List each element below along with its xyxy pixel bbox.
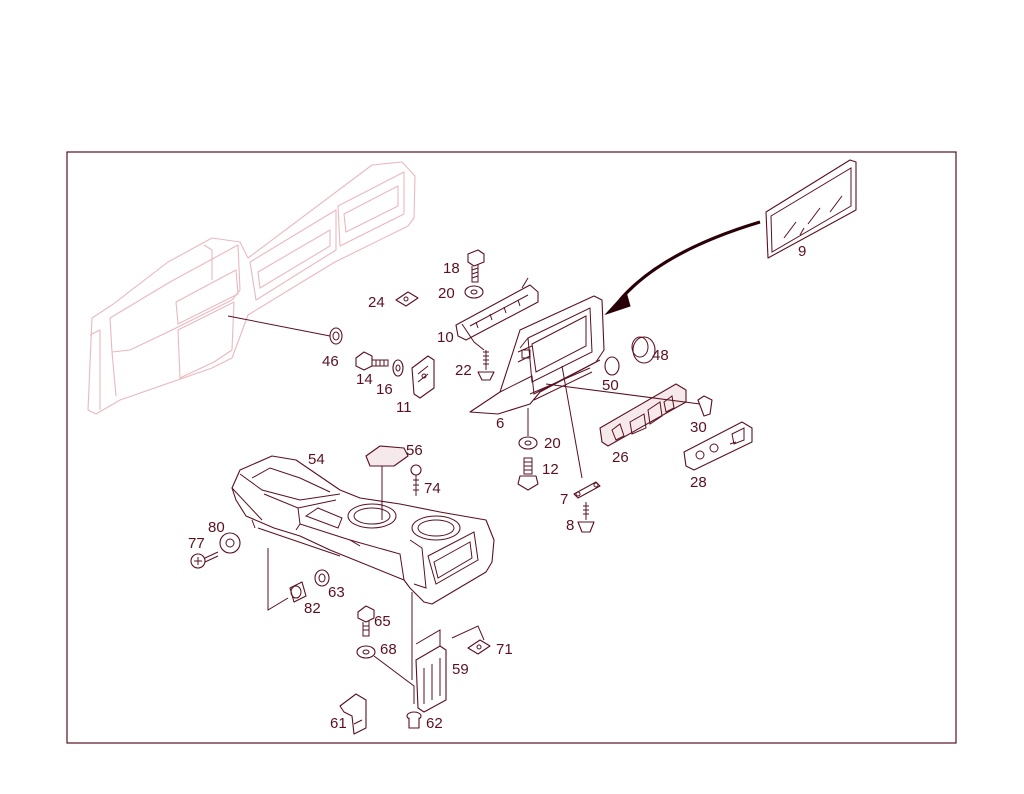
callout-68: 68 xyxy=(380,641,397,658)
callout-80: 80 xyxy=(208,519,225,536)
callout-11: 11 xyxy=(396,399,412,416)
callout-77: 77 xyxy=(188,535,205,552)
leader-71 xyxy=(451,625,485,641)
part-59-bracket xyxy=(415,629,447,713)
part-7-strip xyxy=(573,481,601,499)
part-68-washer xyxy=(356,645,376,659)
callout-71: 71 xyxy=(496,641,513,658)
callout-20-lower: 20 xyxy=(544,435,561,452)
leader-26-line xyxy=(545,383,701,405)
callout-65: 65 xyxy=(374,613,391,630)
callout-26: 26 xyxy=(612,449,629,466)
leader-82 xyxy=(267,548,289,611)
part-62-sleeve xyxy=(406,711,422,729)
callout-6: 6 xyxy=(496,415,504,432)
part-63-bushing xyxy=(314,569,330,587)
callout-50: 50 xyxy=(602,377,619,394)
callout-63: 63 xyxy=(328,584,345,601)
dashboard-ghost-outline xyxy=(87,161,416,415)
part-10-bracket xyxy=(455,277,539,351)
callout-30: 30 xyxy=(690,419,707,436)
diagram-frame xyxy=(66,151,957,744)
part-61-bracket xyxy=(339,693,367,735)
part-20-washer-upper xyxy=(464,285,484,299)
leader-68 xyxy=(373,655,415,704)
part-48-plug xyxy=(631,336,656,364)
part-65-bolt xyxy=(357,605,375,637)
part-9-glass-panel xyxy=(765,159,857,259)
callout-9: 9 xyxy=(798,243,806,260)
part-46-grommet xyxy=(329,327,343,345)
part-56-cap xyxy=(365,445,409,467)
callout-7: 7 xyxy=(560,491,568,508)
part-28-cover-plate xyxy=(683,421,753,471)
callout-82: 82 xyxy=(304,600,321,617)
callout-10: 10 xyxy=(437,329,454,346)
part-18-bolt xyxy=(467,249,485,283)
callout-62: 62 xyxy=(426,715,443,732)
part-24-nut-plate xyxy=(395,291,419,307)
callout-56: 56 xyxy=(406,442,423,459)
part-22-screw xyxy=(477,350,495,381)
callout-22: 22 xyxy=(455,362,472,379)
leader-7 xyxy=(561,365,583,479)
part-12-bolt xyxy=(517,457,539,491)
callout-20-upper: 20 xyxy=(438,285,455,302)
callout-24: 24 xyxy=(368,294,385,311)
part-30-clip xyxy=(697,395,713,417)
part-82-spacer xyxy=(289,581,307,603)
callout-16: 16 xyxy=(376,381,393,398)
callout-14: 14 xyxy=(356,371,373,388)
callout-8: 8 xyxy=(566,517,574,534)
part-6-instrument-bezel xyxy=(469,295,605,415)
callout-54: 54 xyxy=(308,451,325,468)
callout-46: 46 xyxy=(322,353,339,370)
callout-74: 74 xyxy=(424,480,441,497)
assembly-arrow xyxy=(604,220,761,316)
part-16-washer xyxy=(392,359,404,377)
part-80-washer xyxy=(219,532,241,554)
part-8-screw xyxy=(577,502,595,533)
part-14-bolt xyxy=(355,351,389,371)
part-54-center-console xyxy=(231,455,495,605)
part-50-lens xyxy=(604,356,620,376)
part-74-screw xyxy=(410,464,422,496)
callout-18: 18 xyxy=(443,260,460,277)
part-77-screw xyxy=(190,551,219,569)
callout-61: 61 xyxy=(330,715,347,732)
part-20-washer-lower xyxy=(518,436,538,450)
callout-12: 12 xyxy=(542,461,559,478)
part-71-nut-plate xyxy=(467,639,491,655)
callout-59: 59 xyxy=(452,661,469,678)
callout-28: 28 xyxy=(690,474,707,491)
leader-46 xyxy=(227,315,331,337)
callout-labels: 9 18 20 24 10 46 14 16 11 22 6 48 50 30 … xyxy=(188,243,806,732)
part-11-bracket xyxy=(411,355,435,399)
callout-48: 48 xyxy=(652,347,669,364)
